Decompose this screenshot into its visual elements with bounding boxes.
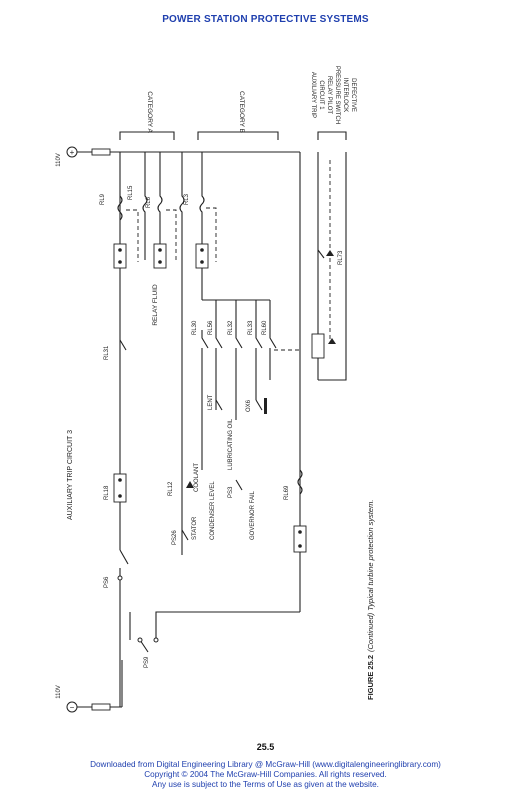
supply-positive-label: 110V — [56, 153, 62, 167]
footer-line-1[interactable]: Downloaded from Digital Engineering Libr… — [90, 760, 441, 769]
page-number: 25.5 — [256, 742, 275, 752]
relay-rl12: RL12 — [168, 481, 174, 496]
label-lubricating-oil: LUBRICATING OIL — [228, 418, 234, 470]
label-lent: LENT — [208, 394, 214, 410]
supply-positive: + 110V — [56, 146, 300, 167]
relay-rl15: RL15 — [128, 185, 134, 200]
switch-ps26: PS26 — [172, 530, 178, 545]
category-b-bracket: CATEGORY B — [197, 91, 279, 140]
diagram-title: AUXILIARY TRIP CIRCUIT 3 — [67, 430, 74, 520]
switch-ps3: PS3 — [228, 486, 234, 498]
relay-rl73: RL73 — [338, 250, 344, 265]
caption-label: FIGURE 25.2 — [366, 655, 375, 700]
supply-negative-label: 110V — [56, 685, 62, 699]
auxiliary-note: AUXILIARY TRIP CIRCUIT 1 RELAY PILOT PRE… — [310, 66, 356, 140]
relay-rl31: RL31 — [104, 345, 110, 360]
relay-rl18: RL18 — [104, 485, 110, 500]
aux-note-line-6: DEFECTIVE — [350, 78, 356, 112]
caption-text: (Continued) Typical turbine protection s… — [366, 500, 375, 652]
supply-positive-symbol: + — [70, 148, 75, 157]
page-header: POWER STATION PROTECTIVE SYSTEMS — [162, 14, 369, 25]
aux-note-line-4: PRESSURE SWITCH — [334, 66, 340, 124]
relay-rl32: RL32 — [228, 320, 234, 335]
category-a-bracket: CATEGORY A — [119, 91, 175, 140]
contact-box-3 — [195, 243, 209, 269]
label-governor-fail: GOVERNOR FAIL — [250, 490, 256, 540]
contact-box-1 — [113, 243, 127, 269]
category-b-label: CATEGORY B — [238, 91, 245, 133]
aux-note-line-5: INTERLOCK — [342, 78, 348, 112]
relay-rl6: RL6 — [146, 196, 152, 208]
switch-ps6: PS6 — [104, 576, 110, 588]
relay-rl33: RL33 — [248, 320, 254, 335]
relay-rl69: RL69 — [284, 485, 290, 500]
relay-row-top — [117, 152, 205, 555]
label-ox6: OX6 — [246, 399, 252, 412]
footer-line-3: Any use is subject to the Terms of Use a… — [152, 780, 379, 789]
relay-rl30: RL30 — [192, 320, 198, 335]
switch-ps9: PS9 — [144, 656, 150, 668]
aux-note-line-2: CIRCUIT 1 — [318, 80, 324, 110]
figure-caption: FIGURE 25.2 (Continued) Typical turbine … — [366, 500, 375, 700]
supply-negative-symbol: − — [70, 703, 75, 712]
relay-rl3: RL3 — [184, 193, 190, 205]
relay-box-aux — [311, 333, 325, 359]
aux-note-line-1: AUXILIARY TRIP — [310, 72, 316, 118]
relay-rl56: RL56 — [208, 320, 214, 335]
label-relay-fluid: RELAY FLUID — [152, 284, 159, 326]
aux-note-line-3: RELAY PILOT — [326, 76, 332, 114]
footer-line-2: Copyright © 2004 The McGraw-Hill Compani… — [144, 770, 387, 779]
category-a-label: CATEGORY A — [146, 91, 153, 133]
relay-box-rl69 — [293, 525, 307, 553]
relay-box-rl18 — [113, 473, 127, 503]
label-coolant: COOLANT — [194, 463, 200, 492]
label-condenser-level: CONDENSER LEVEL — [210, 481, 216, 540]
relay-rl9: RL9 — [100, 193, 106, 205]
supply-negative: − 110V — [56, 685, 122, 713]
footer: Downloaded from Digital Engineering Libr… — [0, 760, 531, 790]
relay-rl60: RL60 — [262, 320, 268, 335]
label-stator: STATOR — [192, 516, 198, 540]
contact-box-2 — [153, 243, 167, 269]
relay-contacts-row — [201, 330, 277, 470]
